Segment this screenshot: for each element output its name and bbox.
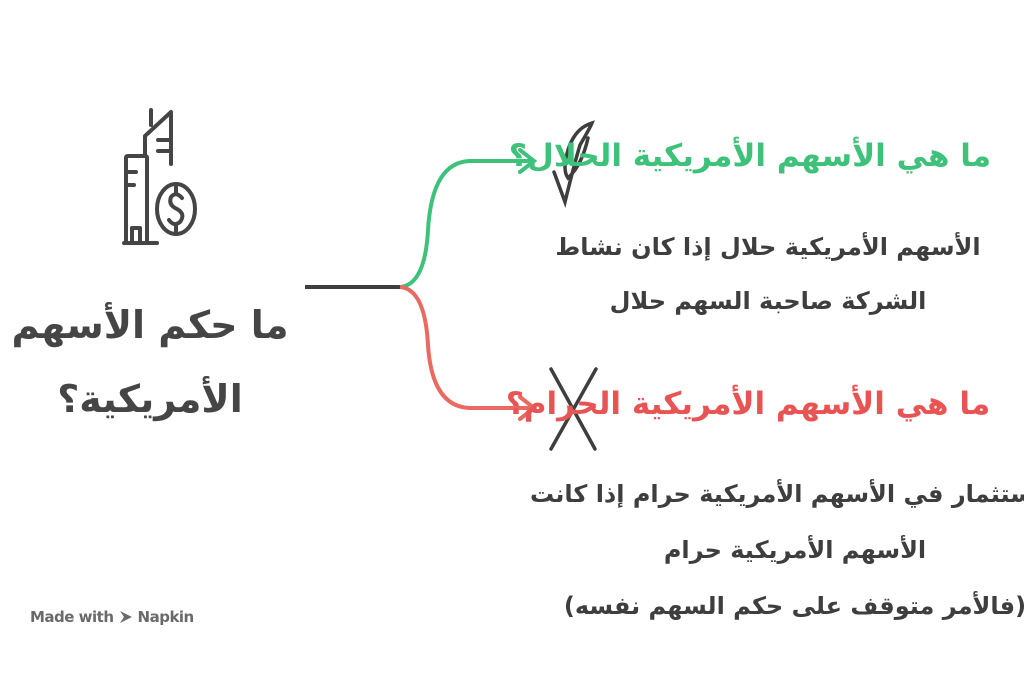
napkin-logo-icon [119,611,132,623]
haram-heading: ما هي الأسهم الأمريكية الحرام؟ [505,386,991,422]
napkin-watermark: Made with Napkin [30,608,194,626]
description-line: الأسهم الأمريكية حرام [663,536,927,564]
halal-description: الأسهم الأمريكية حلال إذا كان نشاط الشرك… [555,220,980,328]
brand-label: Napkin [137,608,195,626]
main-title: ما حكم الأسهم الأمريكية؟ [11,288,288,436]
main-title-line: الأمريكية؟ [57,377,243,421]
x-icon [549,367,598,451]
made-with-label: Made with [30,608,114,626]
building-dollar-icon [122,108,197,245]
haram-description: الاستثمار في الأسهم الأمريكية حرام إذا ك… [530,466,1024,634]
halal-heading: ما هي الأسهم الأمريكية الحلال؟ [508,138,992,174]
main-title-line: ما حكم الأسهم [11,303,289,347]
connector-green [399,159,533,289]
arrow-green [518,148,538,174]
description-line: الاستثمار في الأسهم الأمريكية حرام إذا ك… [529,480,1024,508]
connector-red [399,285,533,410]
arrow-red [518,395,538,421]
leaf-check-icon [552,120,595,209]
description-line: الشركة صاحبة السهم حلال [609,287,927,315]
description-line: الأسهم الأمريكية حلال إذا كان نشاط [555,233,981,261]
description-line: (فالأمر متوقف على حكم السهم نفسه) [563,592,1024,620]
